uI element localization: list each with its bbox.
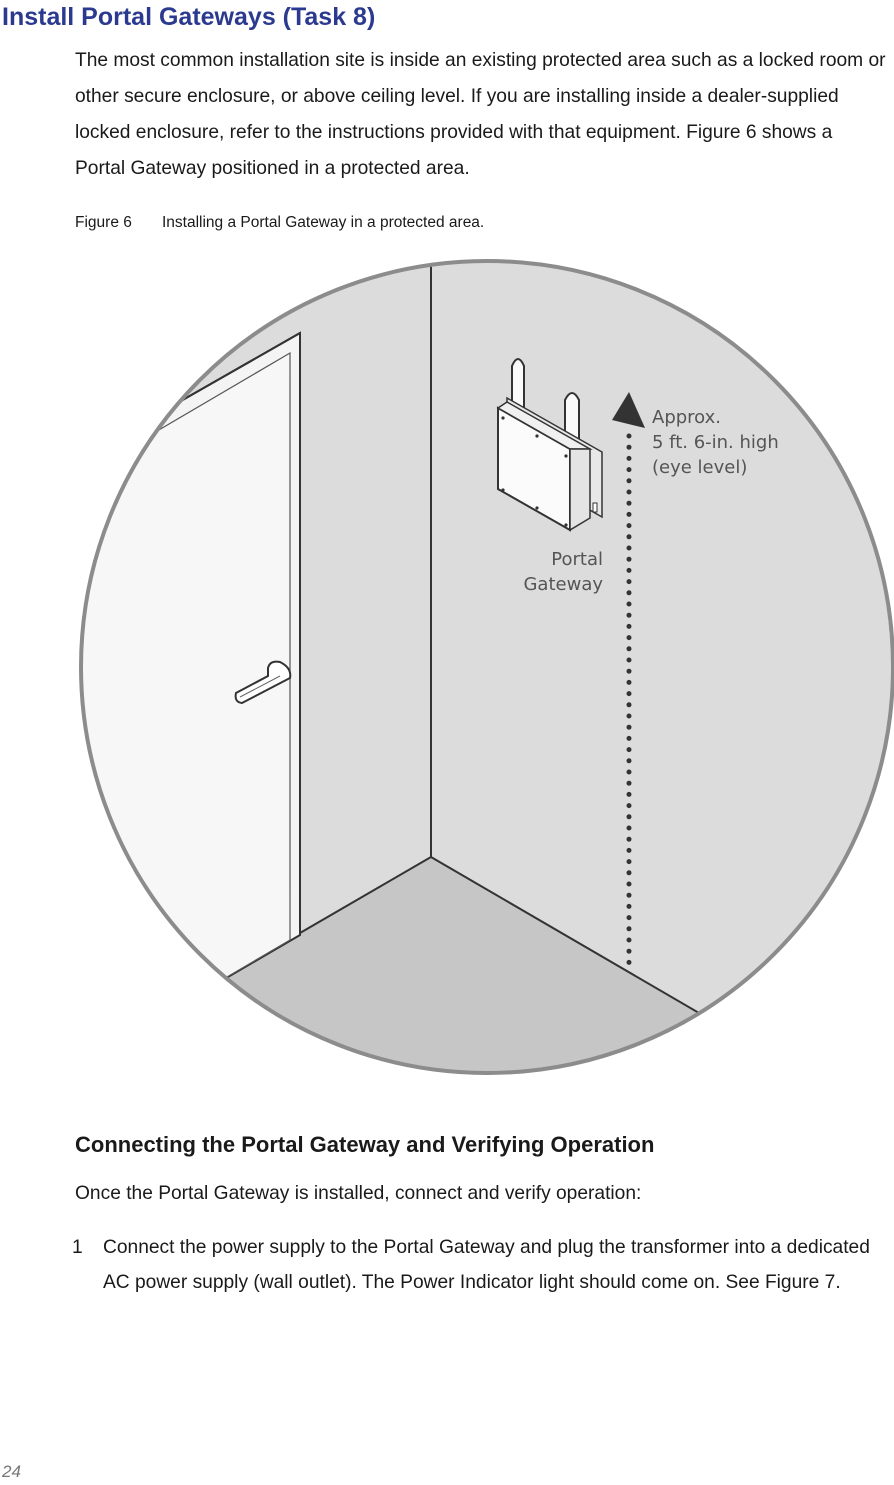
device-side xyxy=(569,448,591,532)
step-number: 1 xyxy=(72,1237,83,1258)
device-port xyxy=(592,502,598,513)
page-number: 24 xyxy=(2,1462,21,1481)
floor-edge-right xyxy=(430,856,893,1073)
subsection-heading: Connecting the Portal Gateway and Verify… xyxy=(75,1132,655,1157)
figure-circle-border xyxy=(79,259,894,1075)
device-label-line2: Gateway xyxy=(523,574,603,595)
height-label-line2: 5 ft. 6-in. high xyxy=(652,432,779,453)
subsection-intro: Once the Portal Gateway is installed, co… xyxy=(75,1183,642,1204)
intro-paragraph: The most common installation site is ins… xyxy=(75,50,886,179)
section-heading: Install Portal Gateways (Task 8) xyxy=(2,3,376,31)
height-arrow-head xyxy=(612,392,645,428)
portal-gateway-device xyxy=(496,358,603,532)
height-indicator xyxy=(612,392,645,975)
height-label-line1: Approx. xyxy=(652,407,721,428)
figure-caption-text: Installing a Portal Gateway in a protect… xyxy=(162,214,485,231)
figure-caption: Figure 6 Installing a Portal Gateway in a… xyxy=(75,212,484,234)
device-label-line1: Portal xyxy=(551,549,603,570)
installation-illustration: Portal Gateway Approx. 5 ft. 6-in. high … xyxy=(79,259,894,1075)
figure-number: Figure 6 xyxy=(75,214,132,231)
antenna-left xyxy=(511,358,525,414)
height-label-line3: (eye level) xyxy=(652,457,747,478)
step-text: Connect the power supply to the Portal G… xyxy=(103,1237,870,1293)
door-handle xyxy=(234,660,292,705)
